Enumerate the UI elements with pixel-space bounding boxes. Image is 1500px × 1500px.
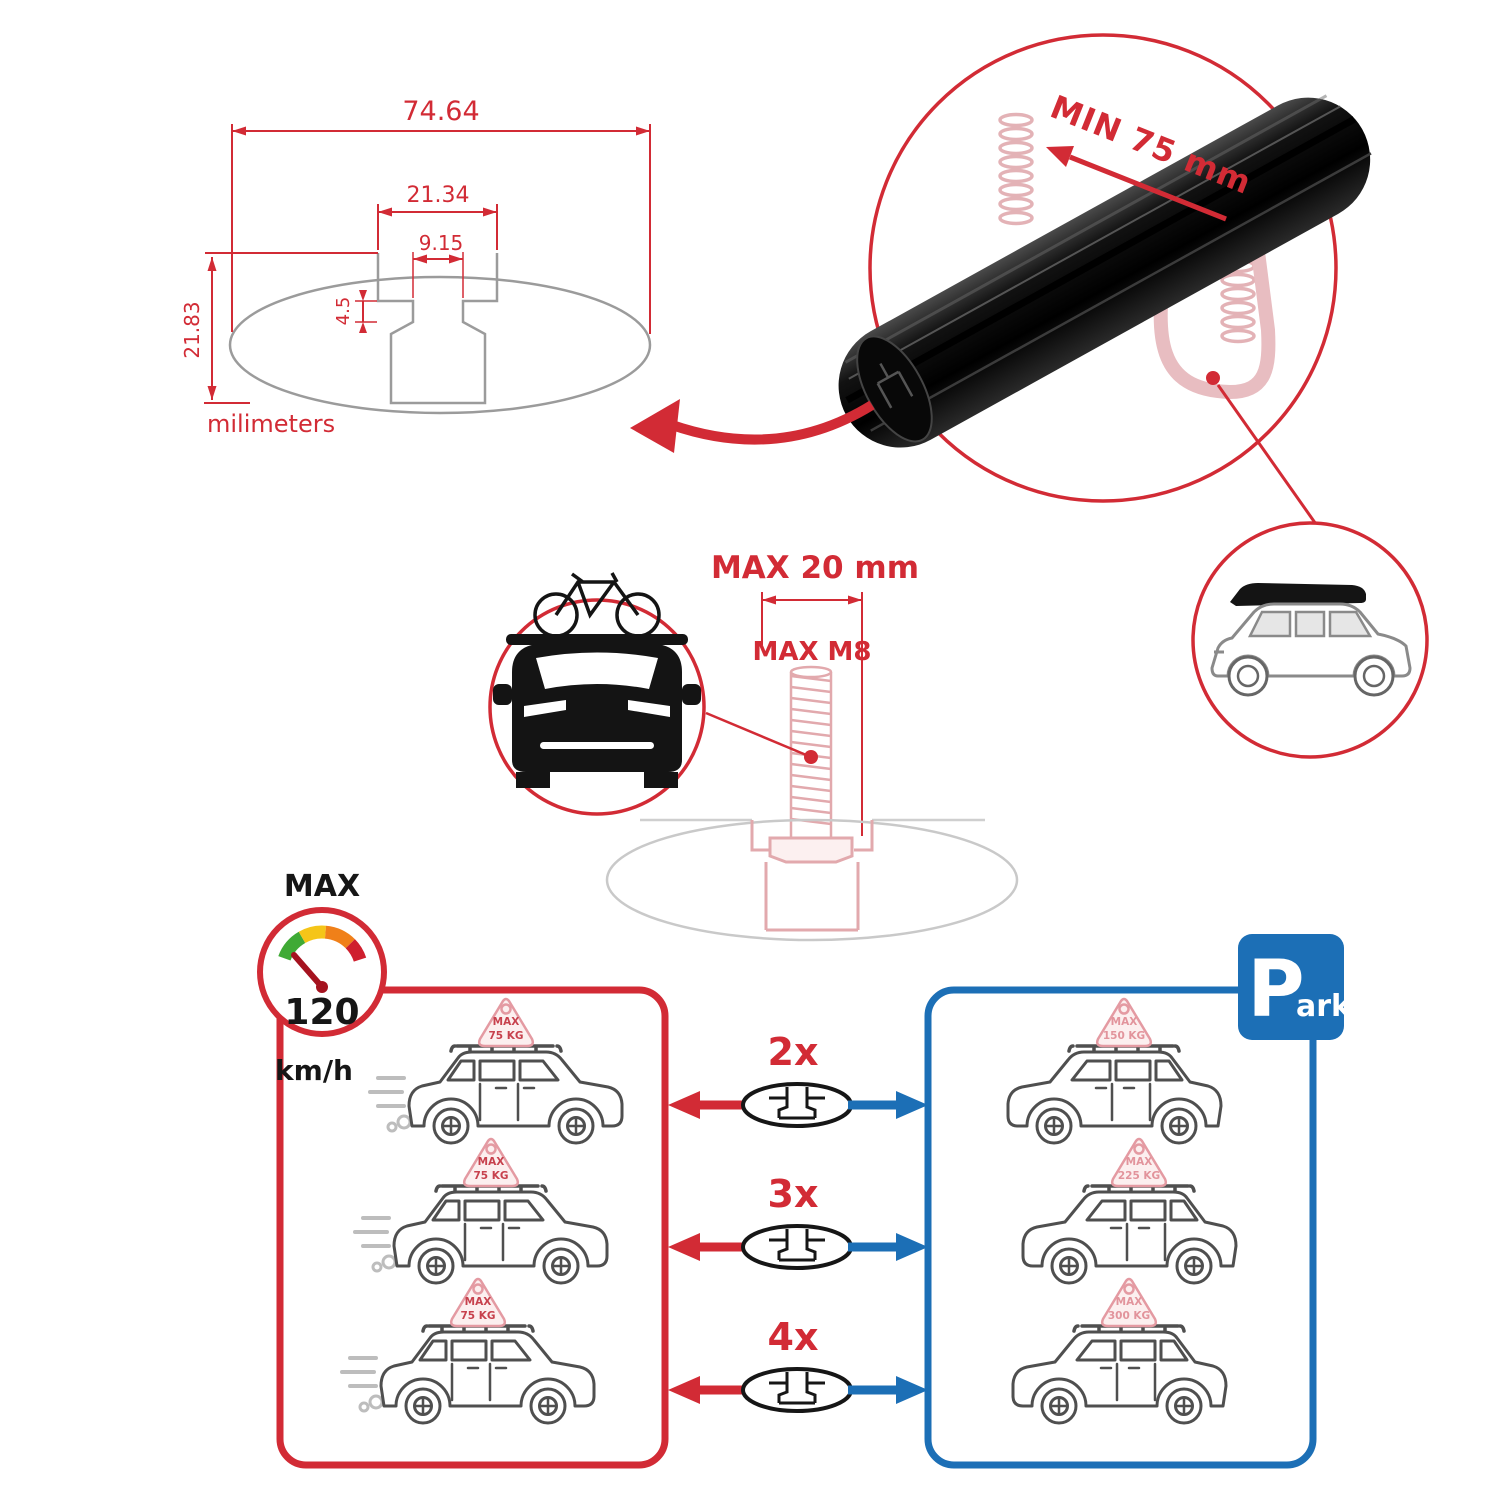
crossbar-count-row: 3x [668,1172,928,1270]
right-arrow-icon [896,1233,928,1261]
crossbar-count-rows: 2x 3x 4x [668,1030,928,1413]
load-weight-label: 150 KG [1103,1030,1145,1042]
faded-profile-icon [605,818,1019,942]
slot-width-value: 21.34 [407,183,470,208]
parked-cars-panel: MAX 150 KG MAX 225 KG MAX 300 KG P ark [924,934,1352,1469]
load-max-label: MAX [1126,1156,1153,1168]
bolt-icon [768,665,854,864]
clamp-strap-icon [1153,241,1276,400]
car-front-icon [493,634,701,788]
left-arrow-icon [668,1233,700,1261]
crossbar-profile-icon [741,1224,853,1270]
slot-inner-width-value: 9.15 [419,231,464,255]
park-sign-initial: P [1247,945,1304,1035]
left-arrow-icon [668,1091,700,1119]
height-value: 21.83 [180,301,204,358]
unit-label: milimeters [207,410,335,438]
load-weight-label: 75 KG [473,1170,508,1182]
load-max-label: MAX [1111,1016,1138,1028]
bolt-spec: MAX 20 mm MAX M8 [605,550,1019,942]
mount-point-dot [1206,371,1220,385]
roofbox-suv-detail [1191,521,1429,759]
roof-box-suv-icon [1210,583,1412,697]
crossbar-icon [838,94,1372,448]
load-max-label: MAX [493,1016,520,1028]
leader-to-suv [1216,384,1320,528]
load-weight-label: 300 KG [1108,1310,1150,1322]
load-weight-label: 75 KG [460,1310,495,1322]
outer-width-value: 74.64 [402,96,479,127]
max-depth-label: MAX 20 mm [711,550,919,586]
speed-max-label: MAX [284,869,360,904]
car-icon [392,1184,609,1285]
profile-oval-outline [228,275,652,415]
park-sign: P ark [1238,934,1352,1040]
speedometer-icon: 120 [257,907,387,1037]
crossbar-render: MIN 75 mm [630,33,1372,528]
speed-limit-gauge: MAX 120 km/h [257,869,669,1469]
car-icon [379,1324,596,1425]
car-icon [1011,1324,1228,1425]
bike-car-detail [488,572,706,816]
speed-lines-icon [353,1216,397,1273]
leader-to-car [705,711,812,759]
load-max-label: MAX [478,1156,505,1168]
profile-slot-shape [376,253,499,405]
right-arrow-icon [896,1091,928,1119]
car-icon [1021,1184,1238,1285]
park-panel-border [924,986,1317,1469]
load-weight-label: 225 KG [1118,1170,1160,1182]
count-label: 4x [768,1315,819,1359]
crossbar-count-row: 4x [668,1315,928,1413]
park-sign-rest: ark [1296,989,1352,1024]
curved-arrow-icon [630,399,875,453]
crossbar-profile-icon [741,1082,853,1128]
car-icon [407,1044,624,1145]
left-arrow-icon [668,1376,700,1404]
driving-cars-panel: MAX 75 KG MAX 75 KG MAX 75 KG [340,997,624,1425]
load-weight-label: 75 KG [488,1030,523,1042]
speed-value: 120 [284,992,359,1033]
max-thread-label: MAX M8 [752,637,871,667]
car-icon [1006,1044,1223,1145]
load-max-label: MAX [465,1296,492,1308]
dimension-drawing: 74.64 21.34 9.15 4.5 21.83 milimeters [180,96,652,438]
load-max-label: MAX [1116,1296,1143,1308]
count-label: 2x [768,1030,819,1074]
crossbar-profile-icon [741,1367,853,1413]
dimension-lines [204,124,651,404]
speed-lines-icon [340,1356,384,1413]
slot-depth-value: 4.5 [333,297,354,326]
crossbar-count-row: 2x [668,1030,928,1128]
speed-lines-icon [368,1076,412,1133]
right-arrow-icon [896,1376,928,1404]
speed-unit-label: km/h [275,1054,353,1087]
speed-panel-border [276,986,669,1469]
min-span-arrow-icon [1046,146,1227,222]
count-label: 3x [768,1172,819,1216]
bolt-dimension-lines [761,592,863,836]
